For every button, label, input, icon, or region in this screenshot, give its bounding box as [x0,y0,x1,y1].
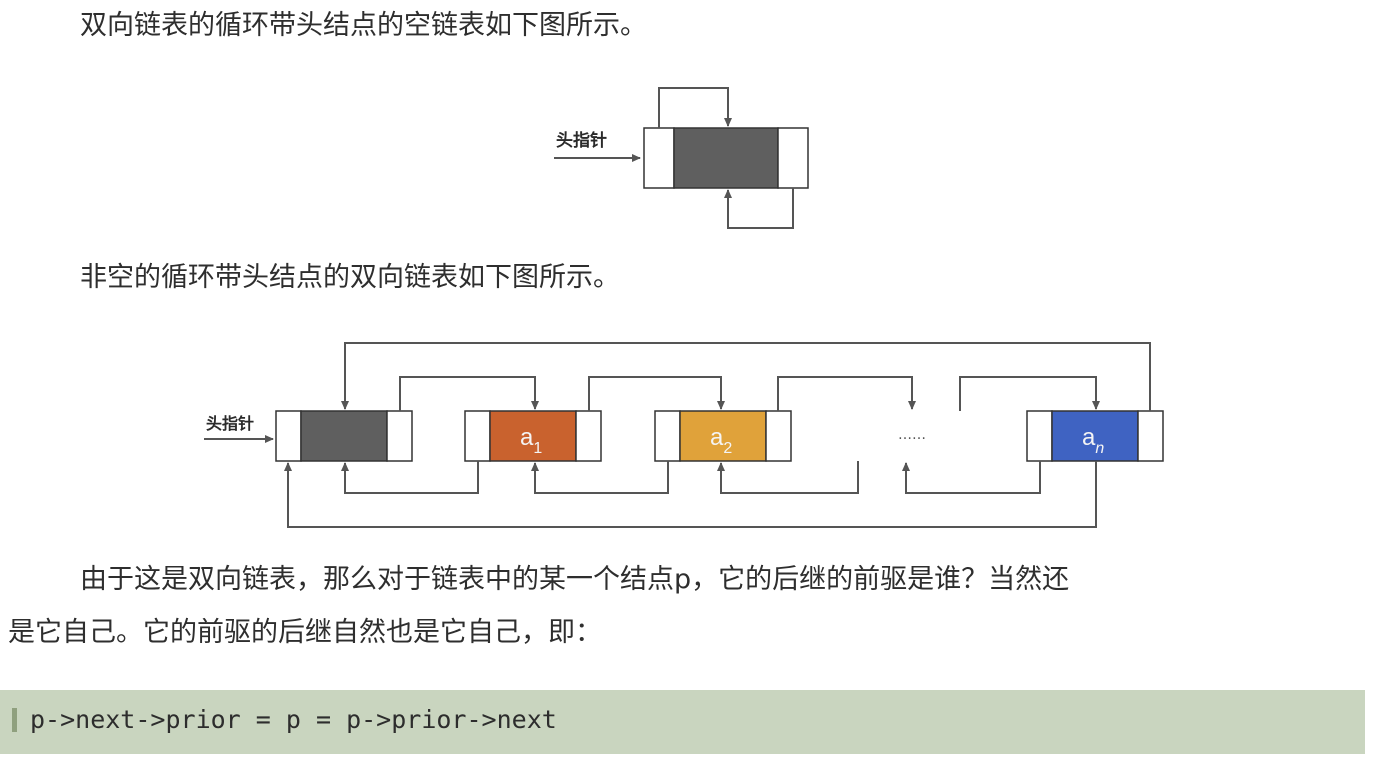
head-node [643,127,809,189]
next-arrow-a1-a2 [588,376,725,411]
node-a2-label: a2 [710,424,732,457]
next-arrow-head-a1 [399,376,539,411]
code-block: p->next->prior = p = p->prior->next [0,690,1365,754]
prior-arrow-a1-head [341,461,479,494]
prior-arrow-a2-a1 [531,461,669,494]
prior-arrow-head-an [284,461,1097,528]
ellipsis: …… [898,427,926,443]
next-field [777,127,809,189]
node-a1: a1 [464,410,602,462]
node-a1-label: a1 [520,424,542,457]
node-an-label: an [1082,424,1104,457]
code-line: p->next->prior = p = p->prior->next [30,705,557,734]
nonempty-list-diagram: 头指针 a1 a2 an …… [204,342,1164,528]
code-line-marker [12,708,17,732]
next-arrow-more-an [959,376,1100,411]
node-a2: a2 [654,410,792,462]
next-arrow-an-head [341,342,1151,411]
paragraph-empty-list-intro: 双向链表的循环带头结点的空链表如下图所示。 [80,10,647,41]
prior-arrow-more-a2 [717,461,859,494]
prior-arrow-an-more [902,461,1041,494]
head-pointer-label: 头指针 [206,414,254,433]
next-arrow-a2-more [777,376,916,411]
empty-list-diagram: 头指针 [554,87,809,229]
prior-field [643,127,675,189]
paragraph-nonempty-list-intro: 非空的循环带头结点的双向链表如下图所示。 [80,262,620,293]
node-an: an [1026,410,1164,462]
next-self-arrow [658,87,732,128]
head-node [275,410,413,462]
head-pointer-label: 头指针 [556,130,607,151]
prior-self-arrow [724,188,794,229]
data-field [673,127,779,189]
paragraph-explanation-line2: 是它自己。它的前驱的后继自然也是它自己，即： [8,617,602,648]
paragraph-explanation-line1: 由于这是双向链表，那么对于链表中的某一个结点p，它的后继的前驱是谁？当然还 [80,564,1070,595]
